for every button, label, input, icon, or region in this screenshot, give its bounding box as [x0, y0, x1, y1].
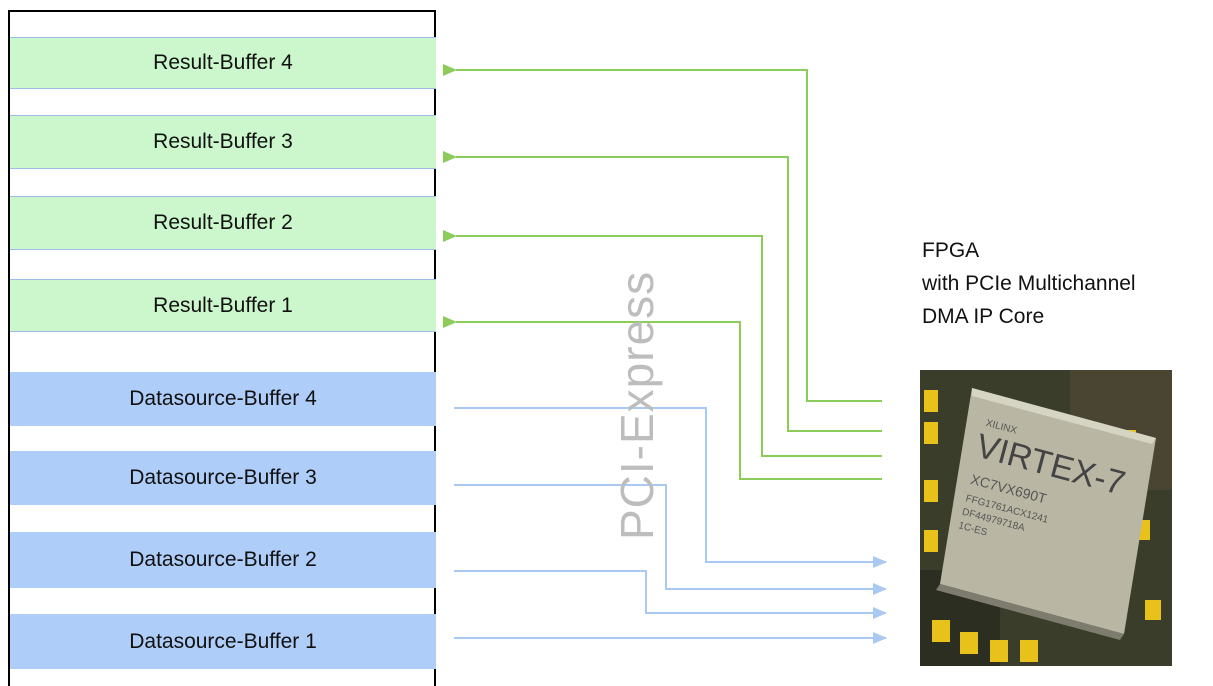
result-arrow-4	[443, 64, 882, 402]
result-arrow-3	[443, 151, 882, 432]
fpga-caption-line2: with PCIe Multichannel	[922, 272, 1136, 295]
datasource-buffer-3: Datasource-Buffer 3	[10, 451, 436, 505]
result-arrow-1	[443, 316, 882, 480]
datasource-buffer-1: Datasource-Buffer 1	[10, 614, 436, 669]
pci-express-label: PCI-Express	[611, 270, 663, 540]
result-arrow-2	[443, 230, 882, 457]
datasource-buffer-3-label: Datasource-Buffer 3	[129, 466, 317, 489]
datasource-arrow-2	[454, 570, 887, 619]
datasource-arrow-4	[454, 407, 887, 568]
datasource-buffer-1-label: Datasource-Buffer 1	[129, 629, 317, 653]
result-buffer-3: Result-Buffer 3	[10, 115, 436, 169]
result-buffer-1: Result-Buffer 1	[10, 279, 436, 332]
result-buffer-1-label: Result-Buffer 1	[153, 293, 293, 317]
result-buffer-2-label: Result-Buffer 2	[153, 211, 293, 234]
fpga-caption-line3: DMA IP Core	[922, 305, 1045, 328]
datasource-buffer-2: Datasource-Buffer 2	[10, 532, 436, 588]
fpga-chip-photo: XILINX VIRTEX-7 XC7VX690T FFG1761ACX1241…	[920, 370, 1172, 666]
fpga-caption: FPGA with PCIe Multichannel DMA IP Core	[922, 234, 1136, 333]
result-buffer-4-label: Result-Buffer 4	[153, 51, 293, 74]
result-buffer-4: Result-Buffer 4	[10, 37, 436, 89]
datasource-buffer-4: Datasource-Buffer 4	[10, 372, 436, 426]
result-buffer-2: Result-Buffer 2	[10, 196, 436, 250]
fpga-caption-line1: FPGA	[922, 239, 980, 262]
datasource-buffer-4-label: Datasource-Buffer 4	[129, 387, 317, 410]
datasource-arrow-3	[454, 484, 887, 595]
result-buffer-3-label: Result-Buffer 3	[153, 130, 293, 153]
datasource-buffer-2-label: Datasource-Buffer 2	[129, 548, 317, 571]
